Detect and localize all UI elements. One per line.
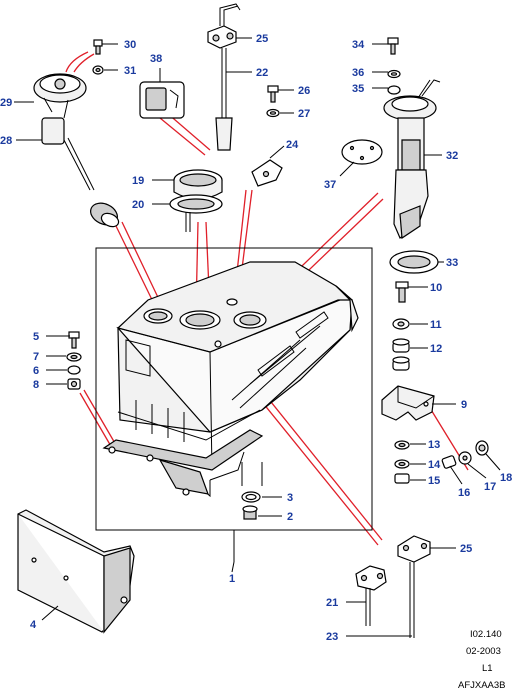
callout-1: 1 <box>229 573 235 585</box>
drawing-ref: I02.140 <box>470 629 502 640</box>
callout-14: 14 <box>428 459 441 471</box>
callout-34: 34 <box>352 39 365 51</box>
callout-38: 38 <box>150 53 162 65</box>
callout-10: 10 <box>430 282 442 294</box>
callout-33: 33 <box>446 257 458 269</box>
callout-28: 28 <box>0 135 12 147</box>
support-bracket <box>17 509 135 634</box>
fuel-tank <box>102 261 359 498</box>
right-fasteners <box>381 281 489 484</box>
callout-13: 13 <box>428 439 440 451</box>
callout-22: 22 <box>256 67 268 79</box>
drawing-date: 02-2003 <box>466 646 501 657</box>
callout-15: 15 <box>428 475 440 487</box>
callout-11: 11 <box>430 319 442 331</box>
callout-20: 20 <box>132 199 144 211</box>
callout-25-bottom: 25 <box>460 543 472 555</box>
footer-info: I02.140 02-2003 L1 AFJXAA3B <box>458 629 506 691</box>
callout-9: 9 <box>461 399 467 411</box>
callout-18: 18 <box>500 472 512 484</box>
breather-pipe <box>207 3 241 151</box>
callout-24: 24 <box>286 139 299 151</box>
left-fasteners <box>66 331 82 390</box>
callout-31: 31 <box>124 65 136 77</box>
callout-12: 12 <box>430 343 442 355</box>
callout-36: 36 <box>352 67 364 79</box>
bolt-26-washer-27 <box>266 85 280 118</box>
callout-21: 21 <box>326 597 338 609</box>
fuel-pump-assembly <box>341 37 441 274</box>
callout-6: 6 <box>33 365 39 377</box>
callout-25-top: 25 <box>256 33 268 45</box>
callout-17: 17 <box>484 481 496 493</box>
callout-30: 30 <box>124 39 136 51</box>
callout-2: 2 <box>287 511 293 523</box>
access-cover <box>139 81 223 232</box>
callout-16: 16 <box>458 487 470 499</box>
drawing-code: AFJXAA3B <box>458 680 506 691</box>
fuel-level-sender <box>33 39 120 228</box>
leader-lines <box>14 37 501 637</box>
callout-27: 27 <box>298 108 310 120</box>
callout-35: 35 <box>352 83 364 95</box>
callout-8: 8 <box>33 379 39 391</box>
vent-valves <box>355 535 431 638</box>
drain-plug <box>241 462 263 520</box>
callout-7: 7 <box>33 351 39 363</box>
callout-23: 23 <box>326 631 338 643</box>
drawing-level: L1 <box>482 663 493 674</box>
gasket-24 <box>251 159 283 187</box>
callout-29: 29 <box>0 97 12 109</box>
callout-32: 32 <box>446 150 458 162</box>
callout-5: 5 <box>33 331 39 343</box>
callout-3: 3 <box>287 492 293 504</box>
callout-37: 37 <box>324 179 336 191</box>
callout-26: 26 <box>298 85 310 97</box>
callout-19: 19 <box>132 175 144 187</box>
callout-4: 4 <box>30 619 37 631</box>
callouts: 1 2 3 4 5 6 7 8 9 10 11 12 13 14 15 16 1… <box>0 33 512 643</box>
